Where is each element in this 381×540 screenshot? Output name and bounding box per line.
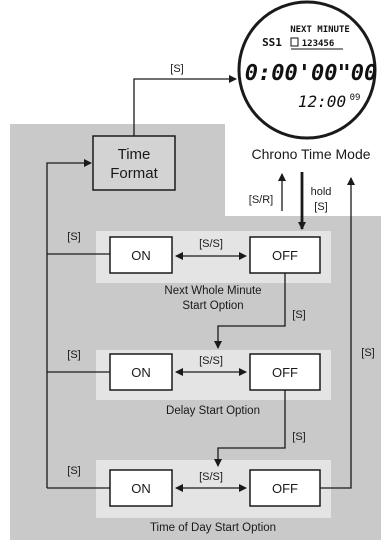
label-ss-1: [S/S] xyxy=(199,238,223,250)
off-button-next-minute[interactable] xyxy=(249,236,321,274)
off-label-1: OFF xyxy=(272,248,298,263)
arrow-off2-to-off3 xyxy=(214,390,286,467)
off-label-3: OFF xyxy=(272,481,298,496)
on-button-time-of-day[interactable] xyxy=(109,469,173,507)
label-s-top: [S] xyxy=(170,63,183,75)
off-button-delay[interactable] xyxy=(249,353,321,391)
label-s-right: [S] xyxy=(361,347,374,359)
arrow-return-to-chrono xyxy=(320,177,355,489)
watch-sub-seconds: 09 xyxy=(350,93,361,103)
label-hold: hold xyxy=(311,186,332,198)
arrow-time-format-to-watch xyxy=(133,75,237,136)
label-hold-s: [S] xyxy=(314,201,327,213)
time-format-label-line2: Format xyxy=(110,165,158,182)
option-3-line1: Time of Day Start Option xyxy=(150,522,276,534)
label-s-left-3: [S] xyxy=(67,465,80,477)
watch-t-indicator xyxy=(290,37,299,47)
label-s-mid-1: [S] xyxy=(292,309,305,321)
arrow-off1-to-off2 xyxy=(214,273,286,349)
watch-digit-row: 123456 xyxy=(302,39,335,49)
option-1-line2: Start Option xyxy=(182,300,243,312)
label-ss-2: [S/S] xyxy=(199,355,223,367)
option-1-line1: Next Whole Minute xyxy=(164,285,261,297)
label-s-mid-2: [S] xyxy=(292,431,305,443)
option-2-line1: Delay Start Option xyxy=(166,405,260,417)
on-label-1: ON xyxy=(131,248,151,263)
watch-bezel xyxy=(237,0,377,140)
label-sr: [S/R] xyxy=(249,194,273,206)
watch-top-labels: NEXT MINUTE xyxy=(290,25,350,35)
chrono-mode-label: Chrono Time Mode xyxy=(251,146,370,162)
on-button-delay[interactable] xyxy=(109,353,173,391)
watch-face: NEXT MINUTE SS1 123456 0:00'00"00 12:00 … xyxy=(237,0,377,140)
label-s-left-1: [S] xyxy=(67,231,80,243)
watch-main-time: 0:00'00"00 xyxy=(245,61,377,86)
arrow-left-loop xyxy=(46,159,92,488)
time-format-label-line1: Time xyxy=(118,146,151,163)
label-s-left-2: [S] xyxy=(67,349,80,361)
on-label-3: ON xyxy=(131,481,151,496)
off-label-2: OFF xyxy=(272,365,298,380)
background-region xyxy=(10,124,381,540)
off-button-time-of-day[interactable] xyxy=(249,469,321,507)
label-ss-3: [S/S] xyxy=(199,471,223,483)
watch-left-code: SS1 xyxy=(262,36,282,49)
on-label-2: ON xyxy=(131,365,151,380)
time-format-box[interactable] xyxy=(92,135,176,191)
watch-sub-time: 12:00 xyxy=(298,92,346,111)
on-button-next-minute[interactable] xyxy=(109,236,173,274)
